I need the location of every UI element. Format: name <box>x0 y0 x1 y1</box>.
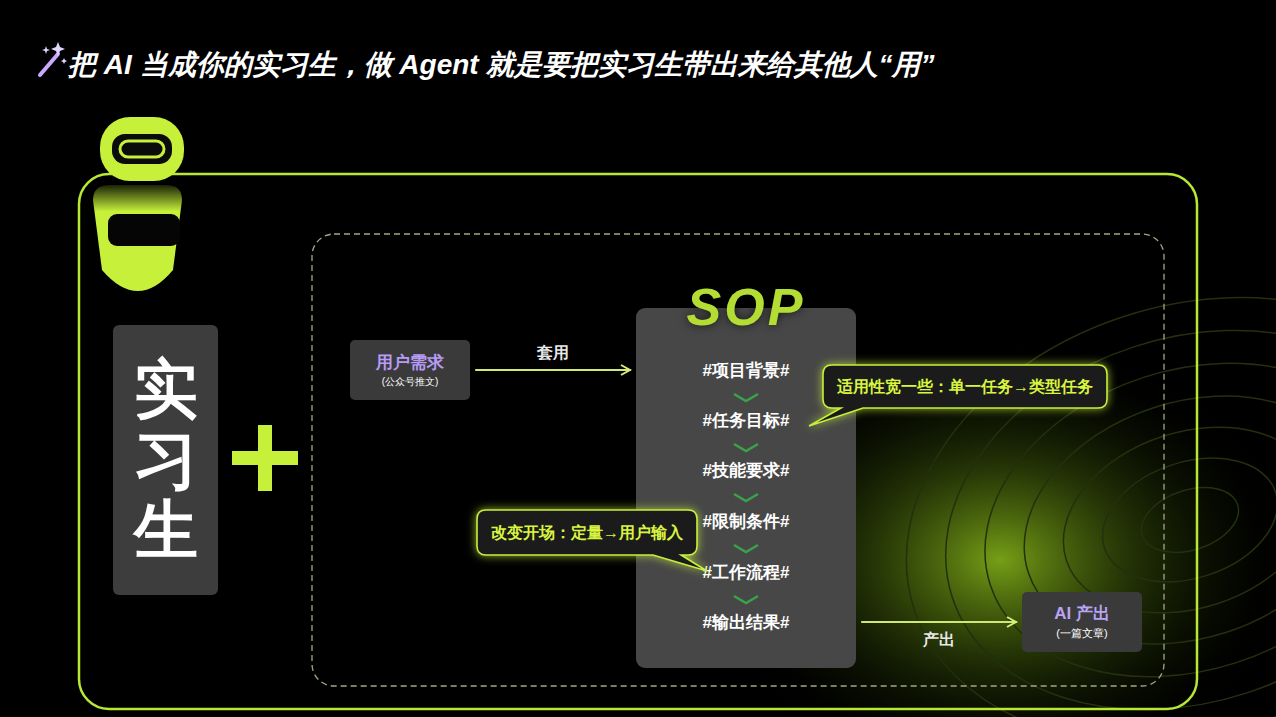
chevron <box>734 394 758 401</box>
output-box: AI 产出(一篇文章) <box>1022 592 1142 652</box>
sop-box: SOP#项目背景##任务目标##技能要求##限制条件##工作流程##输出结果# <box>636 308 856 668</box>
chevron <box>734 494 758 501</box>
box-title: 实习生 <box>134 354 198 565</box>
wand-icon <box>40 54 58 75</box>
box-title: 用户需求 <box>376 352 444 375</box>
sop-step: #工作流程# <box>636 562 856 584</box>
contour <box>1133 476 1247 564</box>
robot-eyes <box>120 141 164 157</box>
sop-step: #技能要求# <box>636 460 856 482</box>
intern-box: 实习生 <box>113 325 218 595</box>
contour <box>848 227 1276 717</box>
contour <box>896 270 1276 717</box>
bubble-shape <box>809 365 1107 426</box>
flow-arrow <box>476 369 630 371</box>
contour-lines <box>848 227 1276 717</box>
contour <box>1039 396 1276 644</box>
bubble-shape <box>477 510 707 571</box>
sop-step: #输出结果# <box>636 612 856 634</box>
sparkle <box>42 46 50 54</box>
edge-label: 产出 <box>920 630 958 651</box>
input-box: 用户需求(公众号推文) <box>350 340 470 400</box>
edge-label: 套用 <box>534 343 572 364</box>
contour <box>1086 437 1276 603</box>
plus-sign <box>258 425 272 491</box>
chevron <box>734 444 758 451</box>
box-subtitle: (一篇文章) <box>1056 626 1107 641</box>
robot-visor <box>112 134 172 164</box>
flow-arrow <box>862 621 1016 623</box>
box-subtitle: (公众号推文) <box>382 375 439 389</box>
robot-body <box>93 185 182 291</box>
sop-heading: SOP <box>636 274 856 342</box>
callout-text: 改变开场：定量→用户输入 <box>491 522 683 544</box>
chevron <box>734 545 758 552</box>
callout-text: 适用性宽一些：单一任务→类型任务 <box>837 376 1093 398</box>
robot-window <box>108 214 180 246</box>
dashed-frame <box>312 234 1164 686</box>
callout-bubble: 改变开场：定量→用户输入 <box>477 510 697 555</box>
box-title: AI 产出 <box>1054 603 1110 626</box>
outer-frame <box>79 174 1197 709</box>
chevron <box>734 596 758 603</box>
page-title: 把 AI 当成你的实习生，做 Agent 就是要把实习生带出来给其他人“用” <box>68 46 934 84</box>
callout-bubble: 适用性宽一些：单一任务→类型任务 <box>823 365 1107 408</box>
sparkle <box>51 42 65 56</box>
sparkle <box>61 58 67 64</box>
robot-head <box>100 117 184 181</box>
